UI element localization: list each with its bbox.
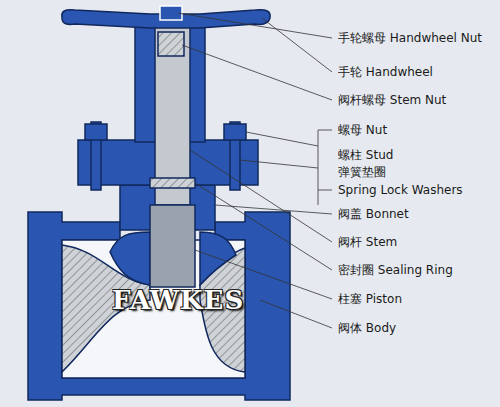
part-label: 手轮螺母 Handwheel Nut (338, 31, 482, 45)
part-label: 柱塞 Piston (338, 292, 402, 306)
part-label: 密封圈 Sealing Ring (338, 263, 453, 277)
part-label: 阀体 Body (338, 321, 396, 335)
part-label: 阀盖 Bonnet (338, 207, 409, 221)
part-label: 手轮 Handwheel (338, 65, 433, 79)
watermark: FAWKES (112, 285, 244, 315)
part-label: 阀杆螺母 Stem Nut (338, 93, 446, 107)
part-label: 阀杆 Stem (338, 235, 397, 249)
part-label: 螺母 Nut (338, 123, 387, 137)
part-label: 螺柱 Stud (338, 148, 393, 162)
part-label: 弹簧垫圈 (338, 165, 386, 179)
part-label: Spring Lock Washers (338, 183, 463, 197)
